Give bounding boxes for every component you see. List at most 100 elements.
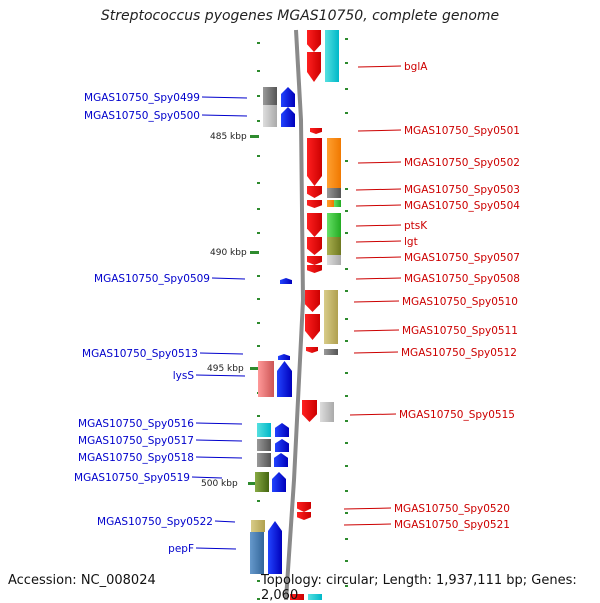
gene-label-right: MGAS10750_Spy0512 <box>401 347 517 359</box>
gene-label-left: MGAS10750_Spy0500 <box>84 110 200 122</box>
tick-dot <box>345 340 348 342</box>
chromosome-axis <box>284 29 306 600</box>
gene-block-green <box>327 213 341 237</box>
kbp-label: 495 kbp <box>207 364 244 374</box>
gene-block-cyan <box>325 30 339 82</box>
gene-block-tan <box>324 314 338 344</box>
tick-dot <box>257 500 260 502</box>
gene-block-blue <box>278 354 290 360</box>
tick-dot <box>345 372 348 374</box>
kbp-label: 490 kbp <box>210 248 247 258</box>
gene-label-left: MGAS10750_Spy0509 <box>94 273 210 285</box>
kbp-tick <box>250 367 259 370</box>
gene-block-blue <box>281 107 295 127</box>
gene-label-left: MGAS10750_Spy0518 <box>78 452 194 464</box>
gene-label-right: MGAS10750_Spy0501 <box>404 125 520 137</box>
gene-label-left: MGAS10750_Spy0513 <box>82 348 198 360</box>
gene-block-red <box>310 128 322 134</box>
gene-label-left: MGAS10750_Spy0499 <box>84 92 200 104</box>
gene-label-left: lysS <box>173 370 195 382</box>
gene-label-right: MGAS10750_Spy0504 <box>404 200 520 212</box>
gene-block-red <box>307 186 322 198</box>
leader-line <box>199 352 244 355</box>
leader-line <box>355 204 402 207</box>
gene-block-red <box>305 314 320 340</box>
tick-dot <box>345 490 348 492</box>
gene-block-grey <box>257 453 271 467</box>
leader-line <box>357 161 402 164</box>
leader-line <box>355 277 402 280</box>
leader-line <box>357 65 402 68</box>
gene-block-red <box>297 512 311 520</box>
gene-block-blue <box>274 453 288 467</box>
tick-dot <box>257 322 260 324</box>
gene-block-red <box>307 213 322 237</box>
gene-block-blue <box>277 361 292 397</box>
gene-block-darkgreen <box>255 472 269 492</box>
gene-label-right: MGAS10750_Spy0503 <box>404 184 520 196</box>
leader-line <box>211 277 246 280</box>
gene-block-cyan <box>257 423 271 437</box>
gene-block-steel <box>250 532 264 574</box>
tick-dot <box>257 298 260 300</box>
gene-block-tan <box>251 520 265 532</box>
tick-dot <box>257 95 260 97</box>
tick-dot <box>257 598 260 600</box>
kbp-tick <box>250 251 259 254</box>
leader-line <box>349 413 397 416</box>
leader-line <box>195 439 243 442</box>
gene-block-cyan <box>308 594 322 600</box>
leader-line <box>343 523 392 526</box>
kbp-label: 500 kbp <box>201 479 238 489</box>
gene-label-left: MGAS10750_Spy0522 <box>97 516 213 528</box>
gene-block-red <box>307 52 321 82</box>
gene-block-orange <box>327 200 334 207</box>
leader-line <box>214 520 236 523</box>
gene-block-red <box>297 502 311 512</box>
tick-dot <box>345 62 348 64</box>
gene-block-blue <box>280 278 292 284</box>
leader-line <box>195 547 237 550</box>
gene-block-green <box>334 200 341 207</box>
tick-dot <box>345 232 348 234</box>
gene-block-blue <box>268 521 282 574</box>
tick-dot <box>257 580 260 582</box>
gene-block-lightgrey <box>263 105 277 127</box>
gene-block-grey <box>324 349 338 355</box>
tick-dot <box>345 290 348 292</box>
tick-dot <box>345 560 348 562</box>
tick-dot <box>257 275 260 277</box>
kbp-label: 485 kbp <box>210 132 247 142</box>
tick-dot <box>345 442 348 444</box>
gene-block-grey <box>257 439 271 451</box>
tick-dot <box>345 38 348 40</box>
leader-line <box>355 256 402 259</box>
gene-label-right: MGAS10750_Spy0521 <box>394 519 510 531</box>
gene-label-right: MGAS10750_Spy0508 <box>404 273 520 285</box>
gene-block-red <box>307 265 322 273</box>
tick-dot <box>345 88 348 90</box>
leader-line <box>353 351 399 354</box>
tick-dot <box>257 345 260 347</box>
gene-block-blue <box>275 423 289 437</box>
gene-block-red <box>307 256 322 265</box>
tick-dot <box>345 160 348 162</box>
leader-line <box>191 476 223 479</box>
leader-line <box>195 422 243 425</box>
leader-line <box>201 114 248 117</box>
tick-dot <box>257 415 260 417</box>
tick-dot <box>345 268 348 270</box>
gene-label-right: ptsK <box>404 220 428 232</box>
tick-dot <box>345 395 348 397</box>
leader-line <box>343 507 392 510</box>
gene-block-blue <box>275 439 289 452</box>
tick-dot <box>257 155 260 157</box>
tick-dot <box>345 512 348 514</box>
gene-label-right: lgt <box>404 236 418 248</box>
leader-line <box>353 300 400 303</box>
leader-line <box>355 224 402 227</box>
gene-block-red <box>302 400 317 422</box>
kbp-tick <box>250 135 259 138</box>
topology-label: Topology: circular; Length: 1,937,111 bp… <box>261 573 577 603</box>
tick-dot <box>345 538 348 540</box>
